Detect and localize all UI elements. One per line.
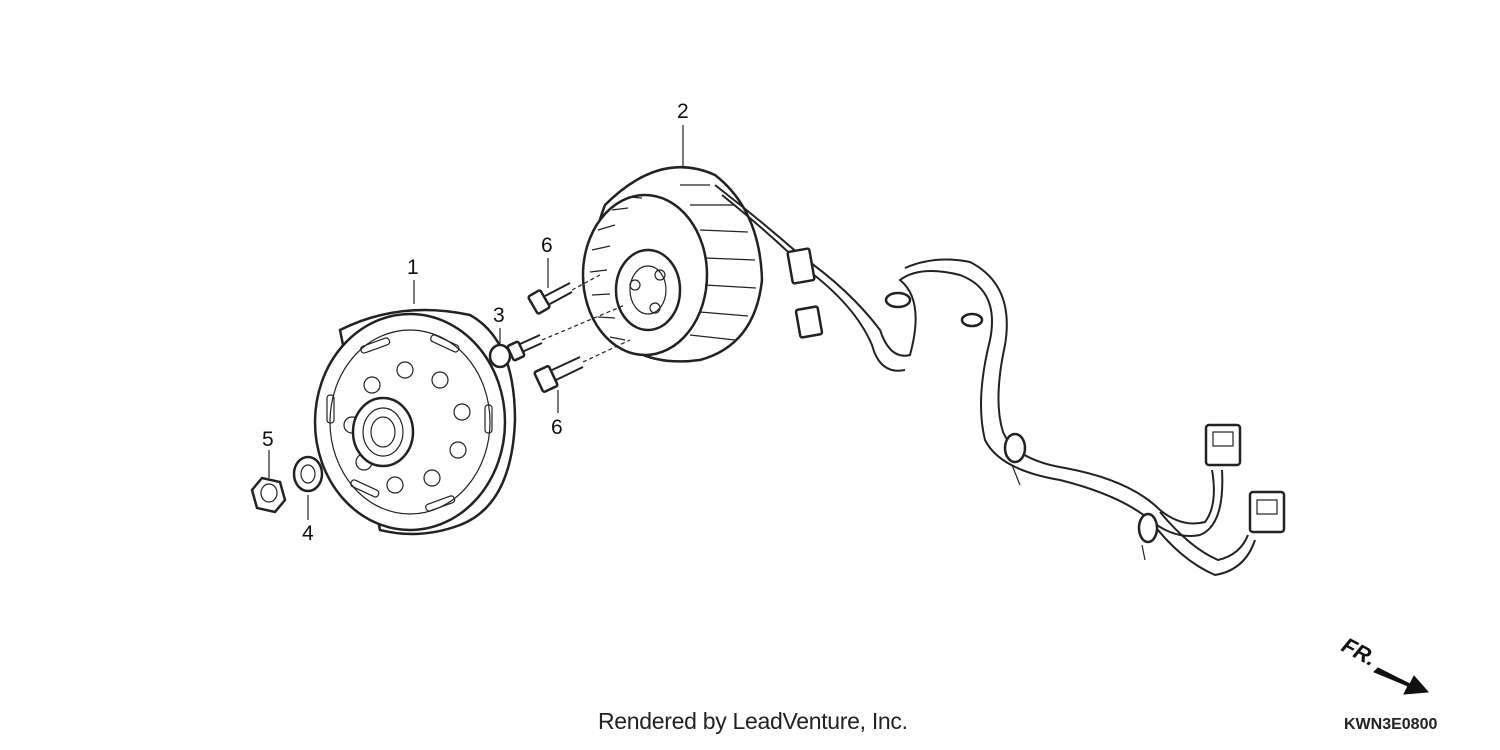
front-label: FR. [1338, 632, 1381, 671]
callout-6-upper: 6 [541, 234, 553, 257]
front-direction-arrow: FR. [1338, 632, 1430, 695]
bolt-upper[interactable] [527, 282, 573, 315]
washer-bolt[interactable] [488, 334, 543, 369]
nut[interactable] [250, 476, 287, 514]
stator[interactable] [581, 165, 764, 363]
callout-6-lower: 6 [551, 416, 563, 439]
washer[interactable] [292, 455, 324, 493]
callout-1: 1 [407, 256, 419, 279]
callout-3: 3 [493, 304, 505, 327]
footer-credit: Rendered by LeadVenture, Inc. [598, 708, 908, 734]
bolt-lower[interactable] [533, 356, 584, 393]
leader-lines [268, 125, 684, 520]
flywheel[interactable] [313, 308, 517, 536]
wiring-harness[interactable] [714, 184, 1286, 577]
diagram-code: KWN3E0800 [1344, 716, 1438, 733]
callout-4: 4 [302, 522, 314, 545]
callout-2: 2 [677, 100, 689, 123]
callout-5: 5 [262, 428, 274, 451]
